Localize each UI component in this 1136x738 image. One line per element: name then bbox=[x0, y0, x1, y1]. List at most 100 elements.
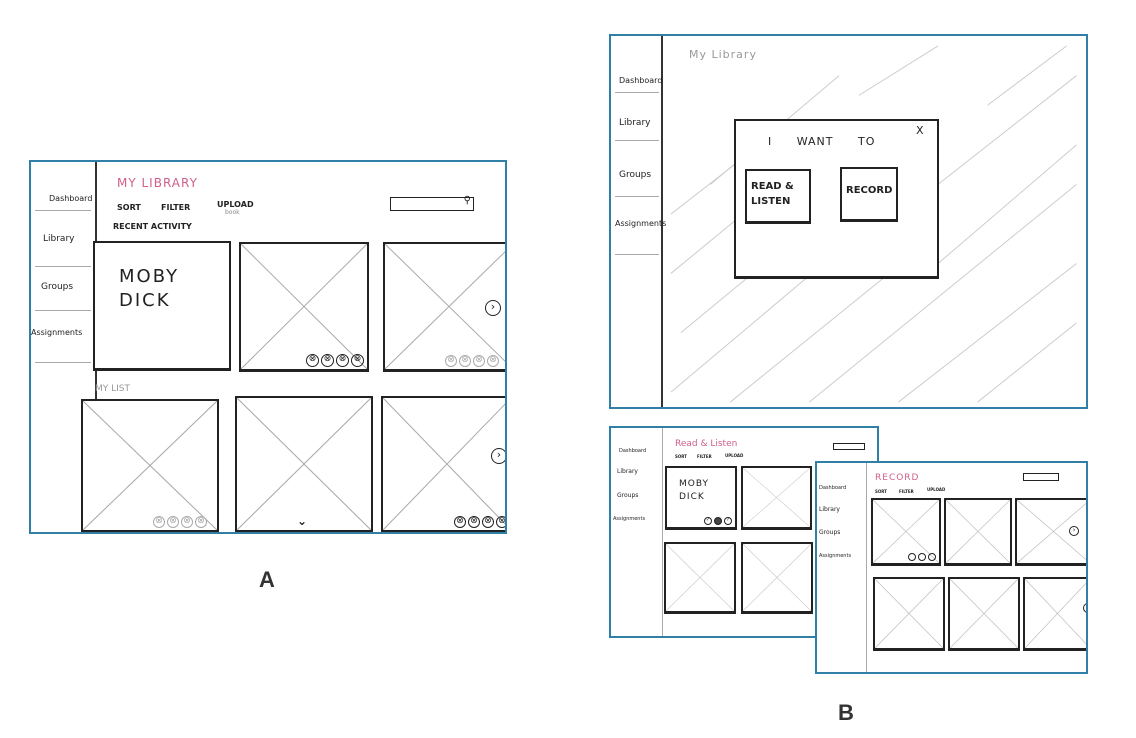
sidebar-item-library[interactable]: Library bbox=[43, 234, 75, 244]
sidebar-item-groups[interactable]: Groups bbox=[617, 492, 639, 499]
sidebar-item-assignments[interactable]: Assignments bbox=[819, 553, 852, 559]
image-placeholder-icon bbox=[237, 398, 371, 530]
action-icon[interactable]: ⊗ bbox=[195, 516, 207, 528]
sidebar-item-library[interactable]: Library bbox=[819, 506, 840, 513]
action-icon[interactable]: ? bbox=[724, 517, 732, 525]
page-title: RECORD bbox=[875, 473, 920, 483]
action-icon[interactable]: ✓ bbox=[704, 517, 712, 525]
filter-button[interactable]: FILTER bbox=[697, 454, 712, 459]
record-button[interactable]: RECORD bbox=[840, 167, 898, 222]
sidebar-item-groups[interactable]: Groups bbox=[819, 529, 841, 536]
book-card[interactable] bbox=[873, 577, 945, 651]
image-placeholder-icon bbox=[946, 500, 1010, 563]
sidebar-item-library[interactable]: Library bbox=[619, 118, 651, 128]
image-placeholder-icon bbox=[875, 579, 943, 648]
next-arrow-icon[interactable]: › bbox=[1083, 603, 1086, 613]
action-icon[interactable]: ⊗ bbox=[454, 516, 466, 528]
action-icon[interactable]: ⊗ bbox=[482, 516, 494, 528]
upload-button[interactable]: UPLOAD bbox=[725, 453, 744, 458]
sidebar-item-groups[interactable]: Groups bbox=[41, 282, 74, 292]
upload-button[interactable]: UPLOAD bbox=[927, 487, 946, 492]
book-card[interactable] bbox=[741, 466, 812, 530]
button-label: RECORD bbox=[846, 185, 893, 196]
modal-heading: I WANT TO bbox=[768, 135, 876, 148]
book-card[interactable] bbox=[948, 577, 1020, 651]
action-icon[interactable]: ⊗ bbox=[306, 354, 319, 367]
button-label: READ & LISTEN bbox=[751, 181, 794, 207]
sidebar-item-dashboard[interactable]: Dashboard bbox=[49, 194, 93, 203]
book-card[interactable] bbox=[664, 542, 736, 614]
search-input[interactable]: ⚲ bbox=[390, 195, 474, 211]
book-card[interactable]: › ⊗⊗⊗⊗ bbox=[383, 242, 505, 372]
book-card[interactable] bbox=[741, 542, 813, 614]
action-icon[interactable] bbox=[908, 553, 916, 561]
book-card[interactable]: ⊗⊗⊗⊗ bbox=[81, 399, 219, 532]
image-placeholder-icon bbox=[385, 244, 505, 369]
wireframe-b-record: Dashboard Library Groups Assignments REC… bbox=[815, 461, 1088, 674]
action-icon[interactable]: ⊗ bbox=[473, 355, 485, 367]
action-icon[interactable] bbox=[714, 517, 722, 525]
search-icon: ⚲ bbox=[463, 195, 471, 206]
wireframe-a: Dashboard Library Groups Assignments MY … bbox=[29, 160, 507, 534]
next-arrow-icon[interactable]: › bbox=[485, 300, 501, 316]
action-icon[interactable] bbox=[918, 553, 926, 561]
upload-subtext: book bbox=[225, 209, 240, 216]
filter-button[interactable]: FILTER bbox=[899, 489, 914, 494]
read-listen-button[interactable]: READ & LISTEN bbox=[745, 169, 811, 224]
image-placeholder-icon bbox=[873, 500, 939, 563]
sidebar-item-dashboard[interactable]: Dashboard bbox=[619, 76, 663, 85]
sidebar-item-dashboard[interactable]: Dashboard bbox=[819, 485, 847, 491]
action-icon[interactable]: ⊗ bbox=[321, 354, 334, 367]
sidebar-item-assignments[interactable]: Assignments bbox=[31, 328, 83, 337]
book-title: MOBY DICK bbox=[679, 479, 710, 502]
sidebar-item-library[interactable]: Library bbox=[617, 468, 638, 475]
book-card-moby-dick[interactable]: MOBY DICK bbox=[93, 241, 231, 371]
book-card[interactable]: › bbox=[1023, 577, 1086, 651]
action-icon[interactable]: ⊗ bbox=[459, 355, 471, 367]
image-placeholder-icon bbox=[666, 544, 734, 611]
action-icon[interactable]: ⊗ bbox=[496, 516, 505, 528]
action-icon[interactable]: ⊗ bbox=[487, 355, 499, 367]
book-card[interactable] bbox=[871, 498, 941, 566]
sidebar-item-dashboard[interactable]: Dashboard bbox=[619, 448, 647, 454]
next-arrow-icon[interactable]: › bbox=[1069, 526, 1079, 536]
close-icon[interactable]: X bbox=[916, 124, 924, 137]
image-placeholder-icon bbox=[1017, 500, 1086, 563]
sidebar-item-assignments[interactable]: Assignments bbox=[615, 219, 667, 228]
sidebar-item-assignments[interactable]: Assignments bbox=[613, 516, 646, 522]
action-icon[interactable]: ⊗ bbox=[336, 354, 349, 367]
sort-button[interactable]: SORT bbox=[117, 203, 141, 212]
image-placeholder-icon bbox=[743, 468, 810, 527]
action-icon[interactable]: ⊗ bbox=[468, 516, 480, 528]
action-icon[interactable] bbox=[928, 553, 936, 561]
book-card-moby-dick[interactable]: MOBY DICK ✓? bbox=[665, 466, 737, 530]
page-title: MY LIBRARY bbox=[117, 176, 198, 190]
search-input[interactable] bbox=[833, 443, 865, 450]
chevron-down-icon[interactable]: ⌄ bbox=[297, 514, 308, 528]
next-arrow-icon[interactable]: › bbox=[491, 448, 505, 464]
wireframe-b-modal: Dashboard Library Groups Assignments My … bbox=[609, 34, 1088, 409]
book-card[interactable]: ⌄ bbox=[235, 396, 373, 532]
book-card[interactable]: ⊗⊗⊗⊗ bbox=[239, 242, 369, 372]
action-icon[interactable]: ⊗ bbox=[181, 516, 193, 528]
my-list-heading: MY LIST bbox=[95, 384, 131, 394]
action-icon[interactable]: ⊗ bbox=[351, 354, 364, 367]
upload-button[interactable]: UPLOAD bbox=[217, 200, 254, 209]
book-card[interactable]: › ⊗⊗⊗⊗ bbox=[381, 396, 505, 532]
action-icon[interactable]: ⊗ bbox=[167, 516, 179, 528]
sidebar-item-groups[interactable]: Groups bbox=[619, 170, 652, 180]
sidebar bbox=[611, 36, 663, 407]
label-a: A bbox=[259, 567, 275, 592]
image-placeholder-icon bbox=[83, 401, 217, 530]
sort-button[interactable]: SORT bbox=[875, 489, 887, 494]
label-b: B bbox=[838, 700, 854, 725]
book-card[interactable]: › bbox=[1015, 498, 1086, 566]
page-title: My Library bbox=[689, 48, 757, 61]
image-placeholder-icon bbox=[1025, 579, 1086, 648]
search-input[interactable] bbox=[1023, 473, 1059, 481]
filter-button[interactable]: FILTER bbox=[161, 203, 191, 212]
sort-button[interactable]: SORT bbox=[675, 454, 687, 459]
action-icon[interactable]: ⊗ bbox=[153, 516, 165, 528]
action-icon[interactable]: ⊗ bbox=[445, 355, 457, 367]
book-card[interactable] bbox=[944, 498, 1012, 566]
